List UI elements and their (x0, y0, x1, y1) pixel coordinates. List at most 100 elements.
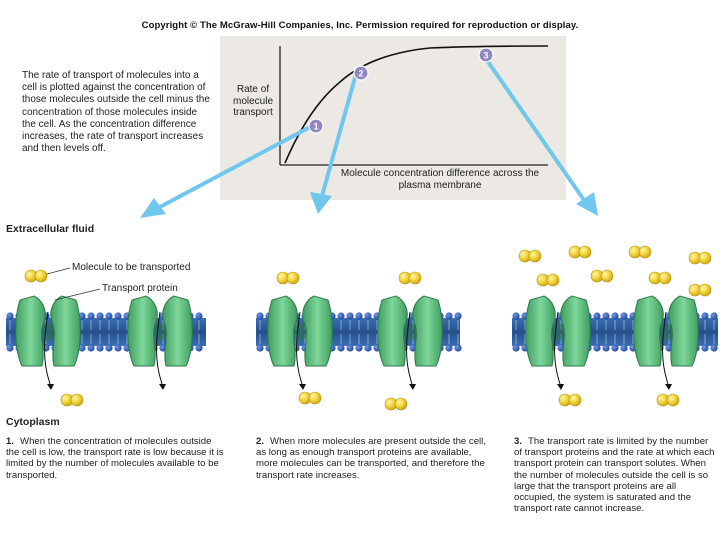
lipid-head (701, 344, 709, 352)
lipid-head (6, 344, 14, 352)
marker-2: 2 (353, 65, 369, 81)
solute-molecule (688, 251, 712, 265)
lipid-head (78, 344, 86, 352)
transport-arrowhead (665, 384, 672, 390)
lipid-head (593, 312, 601, 320)
lipid-head (620, 344, 628, 352)
marker-1: 1 (308, 118, 324, 134)
intro-text: The rate of transport of molecules into … (22, 70, 210, 155)
lipid-head (346, 312, 354, 320)
lipid-head (364, 344, 372, 352)
transport-arrow (156, 311, 163, 385)
pointer-arrows (140, 54, 598, 218)
lipid-head (602, 344, 610, 352)
lipid-head (512, 312, 520, 320)
transport-arrow (406, 311, 413, 385)
lipid-head (195, 312, 203, 320)
protein-lobe (162, 295, 193, 367)
caption-2: 2.When more molecules are present outsid… (256, 436, 486, 481)
solute-sphere (34, 269, 48, 283)
lipid-head (346, 344, 354, 352)
transport-arrowhead (159, 384, 166, 390)
protein-lobe (127, 295, 158, 367)
lipid-head (96, 312, 104, 320)
protein-lobe (560, 295, 591, 367)
lipid-head (602, 312, 610, 320)
lipid-head (6, 312, 14, 320)
membrane-panel (512, 295, 718, 390)
transport-arrowhead (409, 384, 416, 390)
solute-sphere (600, 269, 614, 283)
label-pointers (46, 267, 101, 301)
graph-y-label: Rate of molecule transport (232, 84, 274, 118)
transport-arrow (554, 311, 561, 385)
caption-2-text: When more molecules are present outside … (256, 436, 486, 481)
lipid-head (114, 312, 122, 320)
lipid-head (710, 344, 718, 352)
protein-lobe (633, 295, 664, 367)
solute-sphere (546, 273, 560, 287)
transport-arrow (44, 311, 51, 385)
solute-sphere (698, 283, 712, 297)
transport-protein (633, 295, 699, 390)
marker-3-label: 3 (483, 51, 488, 61)
lipid-head (701, 312, 709, 320)
membrane-panel (256, 295, 462, 390)
lipid-head (611, 312, 619, 320)
lipid-head (620, 312, 628, 320)
protein-channel (293, 323, 307, 341)
graph-axes (279, 46, 548, 166)
solute-molecule (518, 249, 542, 263)
solute-sphere (658, 271, 672, 285)
transport-arrow (296, 311, 303, 385)
caption-3-text: The transport rate is limited by the num… (514, 436, 715, 515)
molecule-label: Molecule to be transported (72, 262, 191, 273)
graph-panel (220, 36, 566, 200)
transport-protein (377, 295, 443, 390)
solute-molecule (628, 245, 652, 259)
solute-sphere (638, 245, 652, 259)
solute-sphere (394, 397, 408, 411)
lipid-head (454, 344, 462, 352)
protein-lobe (668, 295, 699, 367)
solute-sphere (308, 391, 322, 405)
transport-protein (127, 295, 193, 390)
lipid-head (512, 344, 520, 352)
transport-arrowhead (557, 384, 564, 390)
lipid-head (256, 312, 264, 320)
protein-channel (659, 323, 673, 341)
solute-molecule (568, 245, 592, 259)
graph-x-label: Molecule concentration difference across… (340, 168, 540, 191)
lipid-head (355, 312, 363, 320)
solute-molecule (536, 273, 560, 287)
lipid-head (96, 344, 104, 352)
transport-arrowhead (299, 384, 306, 390)
solute-sphere (286, 271, 300, 285)
protein-channel (41, 323, 55, 341)
solute-molecule (298, 391, 322, 405)
lipid-head (364, 312, 372, 320)
lipid-head (337, 312, 345, 320)
solute-sphere (568, 393, 582, 407)
saturation-curve (284, 45, 549, 164)
lipid-head (445, 344, 453, 352)
protein-lobe (412, 295, 443, 367)
lipid-head (454, 312, 462, 320)
caption-1: 1.When the concentration of molecules ou… (6, 436, 226, 481)
solute-molecule (398, 271, 422, 285)
marker-1-label: 1 (313, 122, 318, 132)
solute-molecule (558, 393, 582, 407)
lipid-head (78, 312, 86, 320)
solute-molecule (656, 393, 680, 407)
lipid-head (256, 344, 264, 352)
protein-channel (403, 323, 417, 341)
protein-lobe (15, 295, 46, 367)
solute-sphere (666, 393, 680, 407)
transport-protein (267, 295, 333, 390)
lipid-head (114, 344, 122, 352)
marker-3: 3 (478, 47, 494, 63)
caption-1-number: 1. (6, 436, 15, 447)
lipid-head (355, 344, 363, 352)
lipid-head (42, 344, 50, 352)
